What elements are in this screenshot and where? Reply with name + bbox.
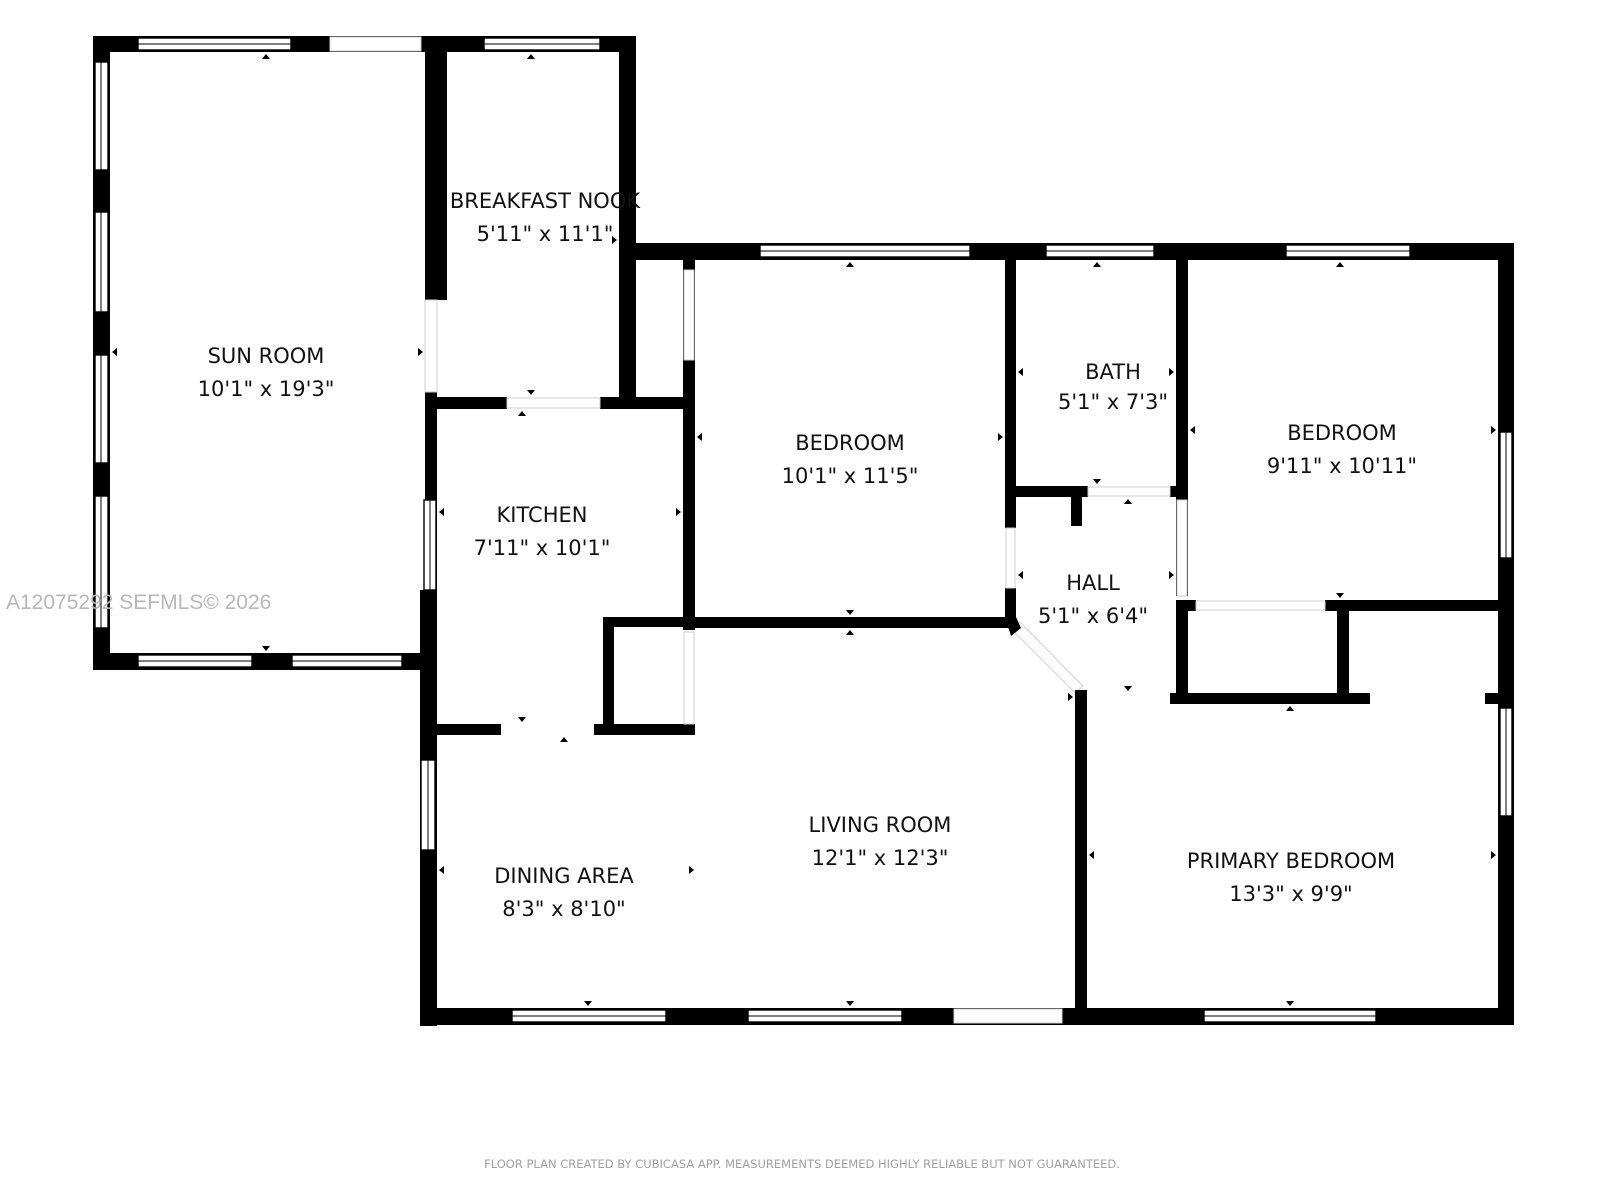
room-kitchen: KITCHEN 7'11" x 10'1"	[474, 503, 611, 560]
room-dimensions: 13'3" x 9'9"	[1229, 882, 1352, 906]
wall-bedroom1-bottom	[695, 617, 1010, 628]
room-dimensions: 7'11" x 10'1"	[474, 536, 611, 560]
opening	[1176, 499, 1188, 597]
wall-primary-stub	[1485, 693, 1514, 704]
room-bath: BATH 5'1" x 7'3"	[1058, 360, 1168, 414]
room-dimensions: 5'11" x 11'1"	[477, 222, 614, 246]
opening	[683, 269, 695, 361]
wall-bath-bottom-right	[1170, 486, 1188, 497]
room-bedroom-2: BEDROOM 9'11" x 10'11"	[1267, 421, 1417, 478]
room-dimensions: 8'3" x 8'10"	[502, 897, 625, 921]
footer-disclaimer: FLOOR PLAN CREATED BY CUBICASA APP. MEAS…	[484, 1157, 1120, 1171]
wall-closet-bottom	[1170, 693, 1370, 704]
opening	[953, 1008, 1063, 1024]
wall-living-right	[1075, 693, 1087, 1025]
opening	[329, 36, 422, 52]
room-dining-area: DINING AREA 8'3" x 8'10"	[494, 864, 634, 921]
room-name: BATH	[1085, 360, 1141, 384]
room-living-room: LIVING ROOM 12'1" x 12'3"	[809, 813, 952, 870]
room-name: BEDROOM	[1287, 421, 1397, 445]
wall-pantry-top	[603, 617, 699, 627]
room-sun-room: SUN ROOM 10'1" x 19'3"	[198, 344, 335, 401]
room-hall: HALL 5'1" x 6'4"	[1038, 571, 1148, 628]
wall-bath-right	[1176, 260, 1188, 496]
opening	[1087, 486, 1171, 497]
room-dimensions: 12'1" x 12'3"	[812, 846, 949, 870]
wall-bath-bottom	[1016, 486, 1088, 497]
room-dimensions: 9'11" x 10'11"	[1267, 454, 1417, 478]
room-name: HALL	[1066, 571, 1120, 595]
wall-pantry-left	[603, 617, 614, 735]
wall-bedroom1-right	[1005, 260, 1016, 528]
opening	[506, 397, 601, 409]
room-dimensions: 10'1" x 19'3"	[198, 377, 335, 401]
wall-nook-bottom	[437, 397, 507, 409]
wall-closet-divider	[1337, 600, 1349, 704]
room-breakfast-nook: BREAKFAST NOOK 5'11" x 11'1"	[450, 189, 642, 246]
wall-kitchen-bottom	[437, 724, 501, 735]
wall-hall-angle-cap	[1005, 617, 1021, 636]
wall-closet-left	[1176, 600, 1188, 704]
opening	[1005, 527, 1016, 589]
wall-bedroom2-bottom-right	[1325, 600, 1514, 611]
mls-watermark: A12075292 SEFMLS© 2026	[6, 591, 271, 614]
room-name: SUN ROOM	[208, 344, 325, 368]
room-bedroom-1: BEDROOM 10'1" x 11'5"	[782, 431, 919, 488]
wall-bedroom1-right-lower	[1005, 588, 1016, 628]
opening	[424, 299, 438, 393]
windows	[94, 36, 1513, 1024]
opening	[1195, 600, 1326, 611]
angled-opening	[1009, 621, 1084, 694]
room-name: PRIMARY BEDROOM	[1187, 849, 1395, 873]
dimension-markers	[112, 54, 1496, 1006]
wall-hall-angle-cap2	[1075, 690, 1087, 704]
room-name: BREAKFAST NOOK	[450, 189, 642, 213]
room-dimensions: 10'1" x 11'5"	[782, 464, 919, 488]
wall-bath-stub	[1071, 486, 1082, 526]
wall-sunroom-right	[425, 36, 447, 300]
room-name: BEDROOM	[795, 431, 905, 455]
room-dimensions: 5'1" x 7'3"	[1058, 390, 1168, 414]
walls	[93, 36, 1514, 1026]
room-name: KITCHEN	[497, 503, 588, 527]
wall-main-right	[1498, 243, 1514, 1025]
room-name: LIVING ROOM	[809, 813, 952, 837]
wall-pantry-bottom	[594, 724, 695, 735]
room-primary-bedroom: PRIMARY BEDROOM 13'3" x 9'9"	[1187, 849, 1395, 906]
wall-nook-bottom-right	[600, 397, 690, 409]
opening	[683, 631, 695, 725]
room-dimensions: 5'1" x 6'4"	[1038, 604, 1148, 628]
room-name: DINING AREA	[494, 864, 634, 888]
wall-nook-right	[619, 36, 636, 408]
